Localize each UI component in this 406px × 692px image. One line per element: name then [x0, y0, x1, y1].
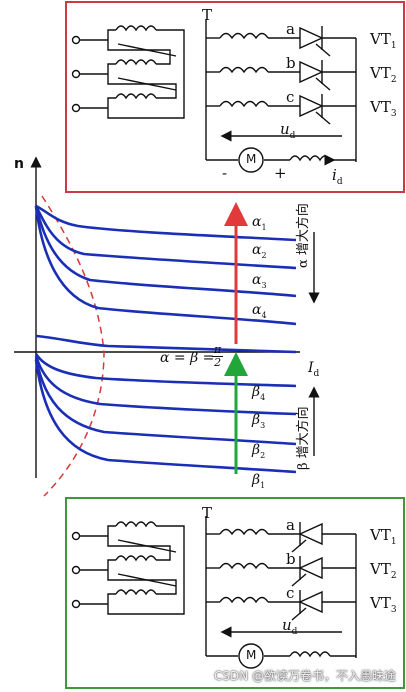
alpha-curve-2 [34, 205, 297, 270]
top-phase-c: c [286, 88, 295, 106]
pi-over-2: π 2 [212, 343, 224, 369]
beta-curve-1 [34, 359, 297, 474]
alpha-label-3: α3 [252, 272, 267, 290]
watermark: CSDN @欲读万卷书，不入愚昧途 [213, 669, 396, 683]
top-minus-label: - [222, 164, 228, 182]
top-thyristors [299, 26, 357, 162]
beta-label-1: β1 [252, 472, 266, 490]
top-phase-a: a [286, 20, 295, 38]
alpha-curve-3 [34, 205, 297, 298]
bottom-circuit-box [65, 497, 405, 689]
top-plus-label: + [274, 164, 287, 182]
top-transformer-coils [115, 20, 300, 160]
bottom-phase-b: b [286, 550, 296, 568]
bottom-phase-a: a [286, 516, 295, 534]
bottom-thyristors [291, 522, 357, 658]
alpha-direction-text: α 增大方向 [296, 203, 311, 268]
bottom-phase-c: c [286, 584, 295, 602]
beta-direction-text: β 增大方向 [296, 406, 311, 470]
center-equation: α = β = [160, 350, 215, 366]
beta-curve-2 [34, 357, 297, 446]
top-vt1-label: VT1 [370, 30, 397, 51]
top-vt2-label: VT2 [370, 64, 397, 85]
bottom-input-terminals [71, 525, 116, 615]
top-motor-label: M [246, 152, 257, 166]
beta-label-4: β4 [252, 384, 266, 402]
top-phase-b: b [286, 54, 296, 72]
top-vt3-label: VT3 [370, 98, 397, 119]
beta-curves [34, 353, 297, 474]
bottom-vt1-label: VT1 [370, 526, 397, 547]
y-axis-label: n [14, 156, 24, 172]
bottom-load-loop [206, 626, 356, 669]
bottom-vt3-label: VT3 [370, 594, 397, 615]
alpha-curves [34, 204, 297, 354]
bottom-transformer-label: T [202, 504, 213, 522]
beta-curve-4 [34, 353, 297, 388]
alpha-curve-4 [34, 205, 297, 326]
top-circuit-box [65, 1, 405, 193]
boundary-curve [41, 195, 105, 497]
top-input-terminals [71, 29, 116, 119]
alpha-label-2: α2 [252, 242, 267, 260]
bottom-motor-circle [238, 643, 264, 669]
alpha-label-1: α1 [252, 214, 267, 232]
x-axis-label: Id [308, 360, 320, 379]
bottom-transformer-coils [115, 516, 300, 656]
beta-label-2: β2 [252, 442, 266, 460]
center-curve [35, 334, 297, 354]
bottom-ud-label: ud [282, 616, 298, 637]
characteristic-chart [14, 156, 320, 497]
bottom-motor-label: M [246, 648, 257, 662]
beta-curve-3 [34, 355, 297, 416]
bottom-vt2-label: VT2 [370, 560, 397, 581]
alpha-curve-1 [35, 204, 297, 242]
beta-label-3: β3 [252, 412, 266, 430]
top-load-loop [206, 130, 356, 173]
alpha-label-4: α4 [252, 302, 267, 320]
top-transformer-label: T [202, 6, 213, 24]
top-motor-circle [238, 147, 264, 173]
top-id-label: id [332, 166, 343, 187]
top-ud-label: ud [280, 120, 296, 141]
